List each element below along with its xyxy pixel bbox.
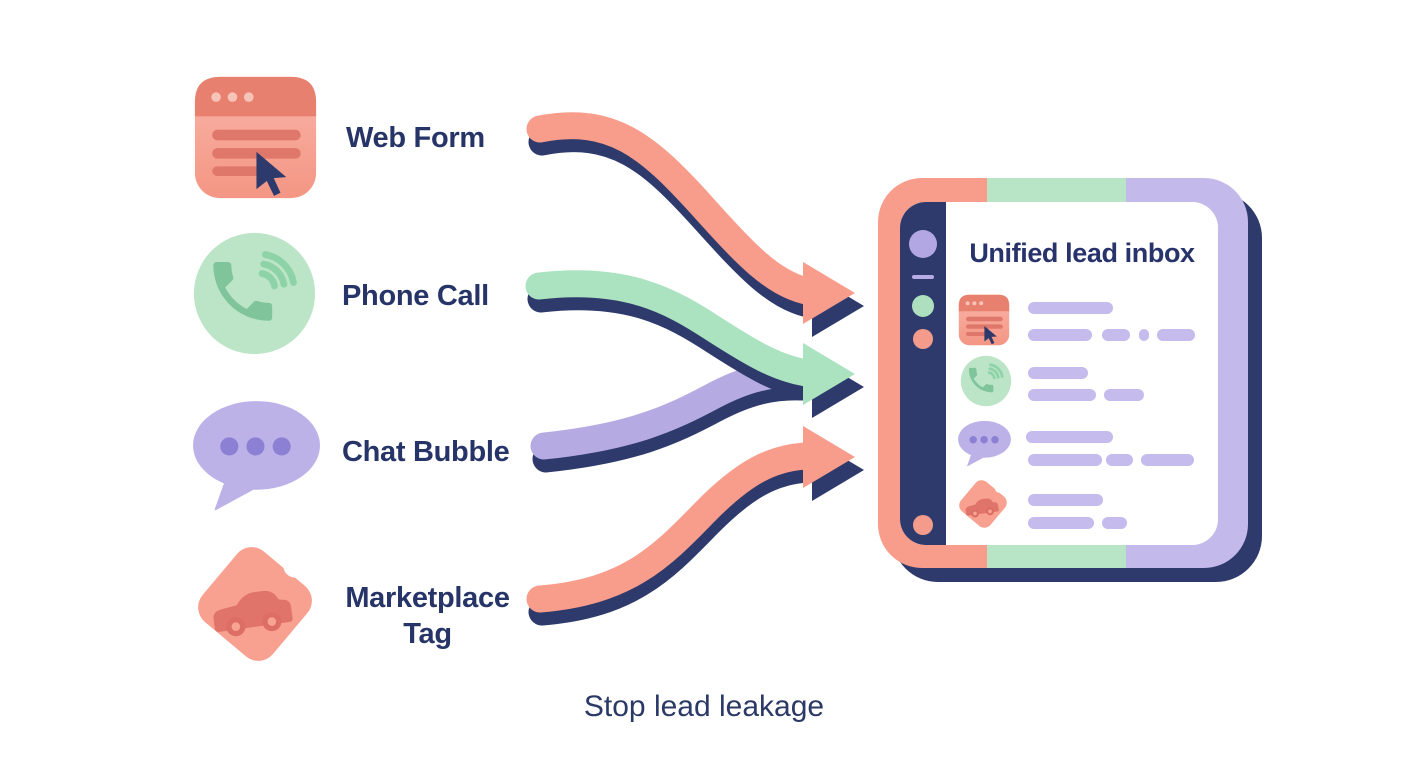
inbox-title: Unified lead inbox [969, 238, 1195, 268]
skeleton-line [1102, 329, 1130, 341]
skeleton-line [1026, 431, 1113, 443]
skeleton-line [1106, 454, 1133, 466]
source-label-web-form: Web Form [346, 122, 485, 154]
arrow-marketplace-tag [526, 426, 864, 626]
sidebar-dot-purple [909, 230, 937, 258]
arrow-phone-call [525, 270, 864, 418]
caption: Stop lead leakage [583, 690, 825, 723]
skeleton-line [1102, 517, 1127, 529]
arrow-web-form [526, 112, 864, 337]
skeleton-line [1141, 454, 1194, 466]
skeleton-line [1028, 454, 1102, 466]
sidebar-divider [912, 275, 934, 279]
sidebar-dot-salmon [913, 329, 933, 349]
skeleton-line [1028, 389, 1096, 401]
skeleton-line [1028, 494, 1103, 506]
sidebar-dot-salmon-bottom [913, 515, 933, 535]
chat-bubble-icon [191, 399, 322, 512]
skeleton-line [1104, 389, 1144, 401]
sidebar-dot-green [912, 295, 934, 317]
skeleton-line [1028, 367, 1088, 379]
skeleton-line [1028, 302, 1113, 314]
skeleton-line [1028, 517, 1094, 529]
skeleton-line [1157, 329, 1195, 341]
marketplace-tag-icon [955, 476, 1011, 532]
skeleton-line [1028, 329, 1092, 341]
inbox-panel: Unified lead inbox [878, 178, 1248, 568]
source-label-marketplace-tag: Marketplace Tag [345, 582, 510, 650]
web-form-icon [193, 75, 318, 200]
arrow-chat-bubble [530, 360, 816, 473]
source-label-chat-bubble: Chat Bubble [342, 436, 510, 468]
marketplace-tag-icon [188, 537, 322, 671]
phone-call-icon [192, 231, 317, 356]
skeleton-line [1139, 329, 1149, 341]
panel-sidebar [900, 202, 946, 545]
chat-bubble-icon [957, 420, 1012, 467]
inbox-panel-inner: Unified lead inbox [900, 202, 1218, 545]
inbox-content: Unified lead inbox [946, 202, 1218, 545]
web-form-icon [958, 294, 1010, 346]
phone-call-icon [960, 355, 1012, 407]
source-label-phone-call: Phone Call [342, 280, 489, 312]
